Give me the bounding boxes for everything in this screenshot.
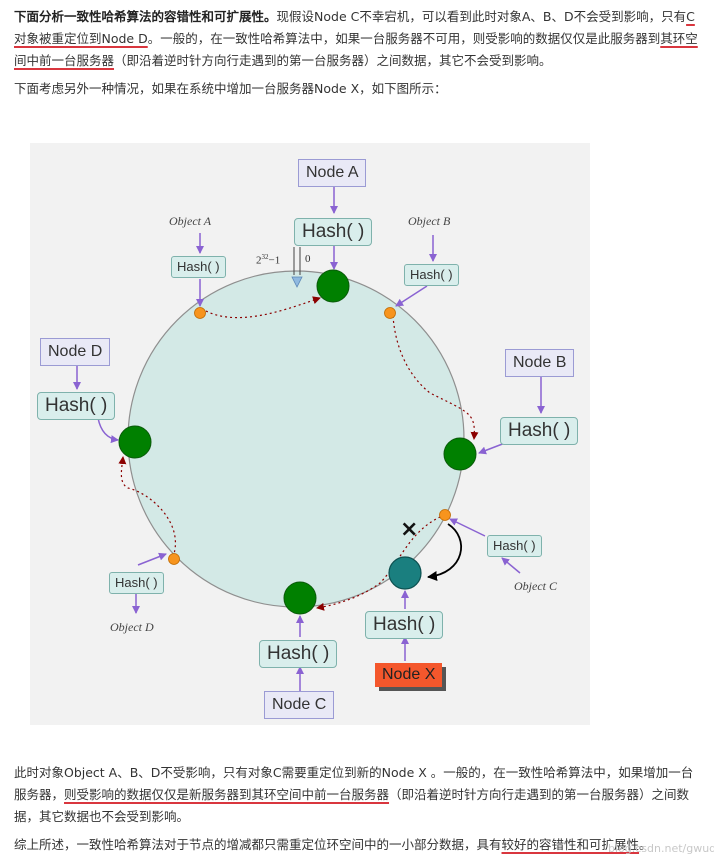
ring-max-base: 2 xyxy=(256,254,262,267)
object-a-hash: Hash( ) xyxy=(171,256,226,278)
ring-max-label: 232−1 xyxy=(256,253,280,267)
node-d-box: Node D xyxy=(40,338,111,366)
scenario-paragraph: 下面考虑另外一种情况，如果在系统中增加一台服务器Node X，如下图所示： xyxy=(14,81,447,96)
result-text-1: 此时对象Object A、B、D不受影响，只有对象C需要重定位到新的Node X… xyxy=(14,765,694,802)
node-c-hash: Hash( ) xyxy=(259,640,338,668)
result-underlined: 则受影响的数据仅仅是新服务器到其环空间中前一台服务器 xyxy=(64,787,390,802)
arrow-objC-hash xyxy=(501,557,521,574)
watermark: blog.csdn.net/gwudi xyxy=(608,842,714,855)
arrow-hash-serverD xyxy=(97,417,119,444)
ring-origin-marker xyxy=(291,276,303,288)
arrow-hash-objC xyxy=(449,518,486,537)
broken-path-x-mark: × xyxy=(400,517,418,542)
path-objD-to-serverD xyxy=(118,456,176,558)
server-node-c xyxy=(283,581,317,615)
object-b-label: Object B xyxy=(408,214,451,228)
path-objA-to-serverA xyxy=(205,296,321,319)
consistent-hash-ring-diagram: × 232−1 0 Node A Hash( ) Object A Hash( … xyxy=(30,143,590,725)
server-node-b xyxy=(443,437,477,471)
node-b-box: Node B xyxy=(505,349,575,377)
relocation-arrow xyxy=(427,523,463,581)
object-c-point xyxy=(439,509,451,521)
object-a-point xyxy=(194,307,206,319)
intro-text-3: （即沿着逆时针方向行走遇到的第一台服务器）之间数据，其它不会受到影响。 xyxy=(114,53,552,68)
intro-underlined-1: C对象被重定位到Node D xyxy=(14,9,695,46)
node-a-box: Node A xyxy=(298,159,367,187)
ring-max-minus: −1 xyxy=(268,254,281,267)
node-x-box: Node X xyxy=(375,663,443,687)
node-x-hash: Hash( ) xyxy=(365,611,444,639)
object-d-hash: Hash( ) xyxy=(109,572,164,594)
object-b-point xyxy=(384,307,396,319)
node-c-box: Node C xyxy=(264,691,335,719)
server-node-x xyxy=(388,556,422,590)
ring-zero-label: 0 xyxy=(305,253,311,265)
node-a-hash: Hash( ) xyxy=(294,218,373,246)
intro-underlined-2: 其环空间中前一台服务器 xyxy=(14,31,698,68)
object-d-point xyxy=(168,553,180,565)
object-d-label: Object D xyxy=(110,620,154,634)
arrow-hash-objD xyxy=(137,552,167,566)
object-b-hash: Hash( ) xyxy=(404,264,459,286)
object-c-hash: Hash( ) xyxy=(487,535,542,557)
server-node-a xyxy=(316,269,350,303)
intro-text-2: 。一般的，在一致性哈希算法中，如果一台服务器不可用，则受影响的数据仅仅是此服务器… xyxy=(147,31,661,46)
node-d-hash: Hash( ) xyxy=(37,392,116,420)
path-objC-to-serverC xyxy=(316,514,446,611)
summary-text-1: 综上所述，一致性哈希算法对于节点的增减都只需重定位环空间中的一小部分数据，具有 xyxy=(14,837,502,852)
summary-text-2: 。 xyxy=(639,837,652,852)
arrow-hash-objB xyxy=(395,285,428,307)
node-b-hash: Hash( ) xyxy=(500,417,579,445)
result-paragraph: 此时对象Object A、B、D不受影响，只有对象C需要重定位到新的Node X… xyxy=(14,762,698,828)
intro-bold-heading: 下面分析一致性哈希算法的容错性和可扩展性。 xyxy=(14,9,277,24)
ring-svg: × xyxy=(73,186,545,691)
arrow-hash-serverB xyxy=(478,442,506,455)
object-a-label: Object A xyxy=(169,214,212,228)
server-node-d xyxy=(118,425,152,459)
summary-underlined: 较好的容错性和可扩展性 xyxy=(501,837,640,852)
ring-max-exponent: 32 xyxy=(261,253,269,261)
object-c-label: Object C xyxy=(514,579,557,593)
result-text-2: （即沿着逆时针方向行走遇到的第一台服务器）之间数据，其它数据也不会受到影响。 xyxy=(14,787,690,824)
summary-paragraph: 综上所述，一致性哈希算法对于节点的增减都只需重定位环空间中的一小部分数据，具有较… xyxy=(14,834,698,856)
intro-text-1: 现假设Node C不幸宕机，可以看到此时对象A、B、D不会受到影响，只有 xyxy=(276,9,687,24)
intro-paragraph: 下面分析一致性哈希算法的容错性和可扩展性。现假设Node C不幸宕机，可以看到此… xyxy=(14,6,698,72)
